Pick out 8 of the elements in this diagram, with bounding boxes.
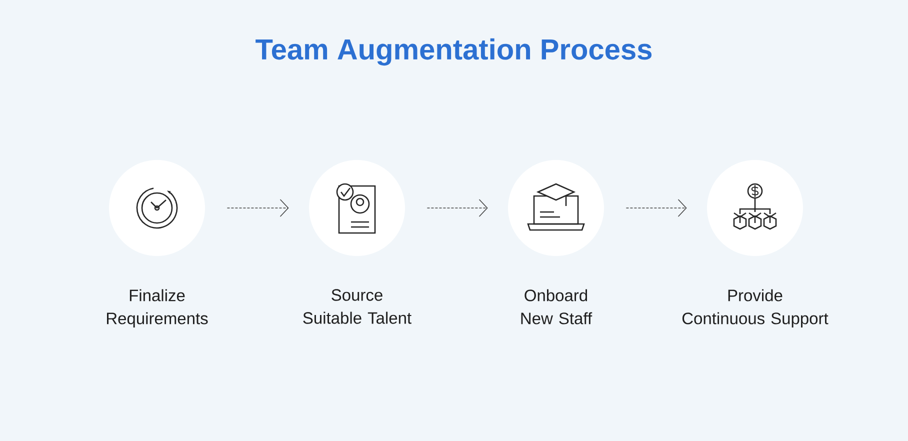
title: Team Augmentation Process <box>256 38 652 66</box>
arrow <box>626 199 687 217</box>
step-label: Provide Continuous Support <box>682 289 828 328</box>
step-label: Finalize Requirements <box>107 289 208 328</box>
step-label: Onboard New Staff <box>521 289 592 324</box>
arrow <box>426 199 488 217</box>
step-label: Source Suitable Talent <box>303 289 412 324</box>
arrow <box>226 199 289 217</box>
